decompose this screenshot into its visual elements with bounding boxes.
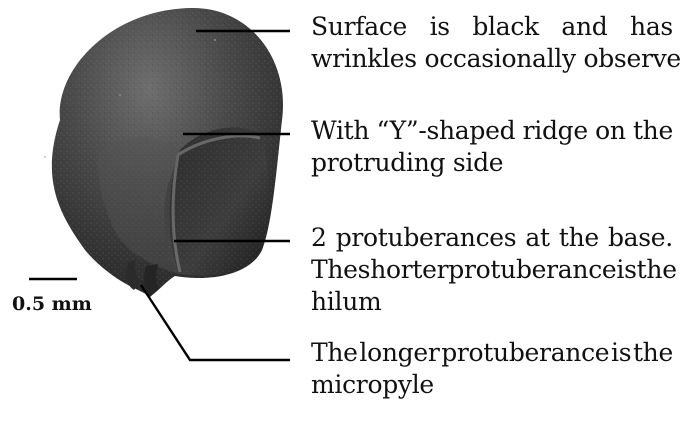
callout-micropyle: Thelongerprotuberanceisthe micropyle — [311, 337, 673, 401]
callout-ridge: With“Y”-shapedridgeonthe protruding side — [311, 115, 673, 179]
callout-micropyle-line-2: micropyle — [311, 369, 673, 401]
callout-surface-line-1: Surfaceisblackandhas — [311, 11, 673, 43]
callout-protuberances-line-1: 2protuberancesatthebase. — [311, 222, 673, 254]
callout-ridge-line-2: protruding side — [311, 147, 673, 179]
leader-line-micropyle — [141, 285, 290, 360]
seed-image — [44, 8, 283, 297]
callout-protuberances-line-2: Theshorterprotuberanceisthe — [311, 254, 673, 286]
callout-protuberances-line-3: hilum — [311, 286, 673, 318]
callout-surface-line-2: wrinkles occasionally observed — [311, 43, 673, 75]
scale-bar-label: 0.5 mm — [12, 293, 92, 315]
callout-surface: Surfaceisblackandhas wrinkles occasional… — [311, 11, 673, 75]
callout-micropyle-line-1: Thelongerprotuberanceisthe — [311, 337, 673, 369]
callout-protuberances: 2protuberancesatthebase. Theshorterprotu… — [311, 222, 673, 318]
callout-ridge-line-1: With“Y”-shapedridgeonthe — [311, 115, 673, 147]
